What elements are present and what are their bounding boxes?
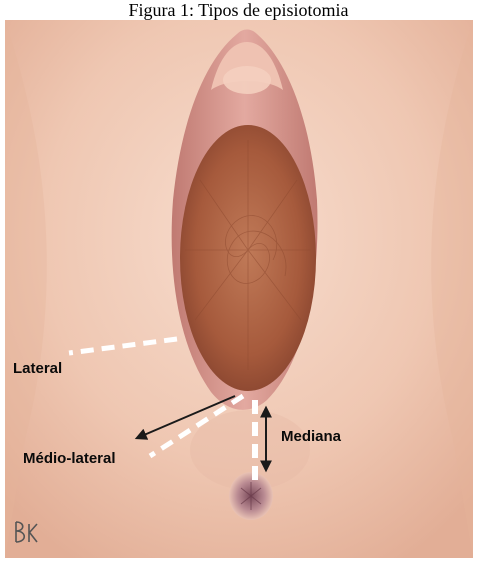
artist-signature xyxy=(11,518,39,546)
episiotomy-illustration: Lateral Médio-lateral Mediana xyxy=(5,20,473,558)
label-medio-lateral: Médio-lateral xyxy=(23,450,116,467)
label-lateral: Lateral xyxy=(13,360,62,377)
label-mediana: Mediana xyxy=(281,428,341,445)
